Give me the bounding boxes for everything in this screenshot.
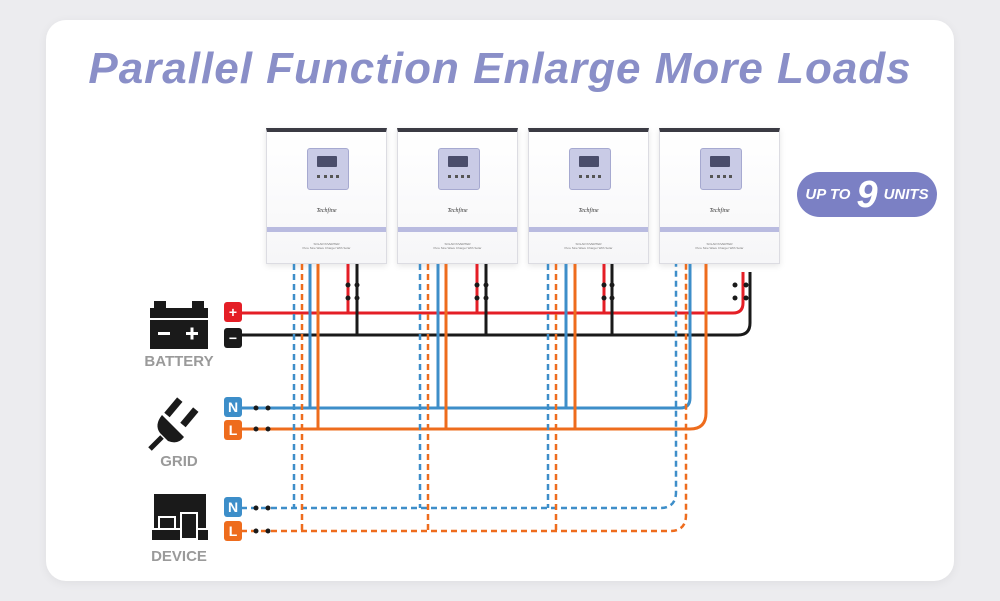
device-neutral-terminal: N xyxy=(224,497,242,517)
grid-label: GRID xyxy=(160,453,198,470)
inverter-brand: Techfine xyxy=(578,208,599,214)
grid-line-bus xyxy=(241,264,708,431)
device-label: DEVICE xyxy=(151,548,207,565)
device-line-bus xyxy=(241,264,688,533)
grid-neutral-bus xyxy=(241,264,692,410)
device-line-terminal: L xyxy=(224,521,242,541)
inverter-brand: Techfine xyxy=(447,208,468,214)
inverter-display xyxy=(700,148,742,190)
battery-label: BATTERY xyxy=(144,353,214,370)
grid-neutral-terminal: N xyxy=(224,397,242,417)
monitor-icon xyxy=(152,494,208,540)
grid-line-terminal: L xyxy=(224,420,242,440)
inverter-display xyxy=(307,148,349,190)
max-units-badge: UP TO 9 UNITS xyxy=(797,172,937,217)
battery-positive-terminal: + xyxy=(224,302,242,322)
plug-icon xyxy=(148,397,199,451)
inverter-display xyxy=(438,148,480,190)
diagram-card xyxy=(46,20,954,581)
inverter-brand: Techfine xyxy=(316,208,337,214)
inverter-display xyxy=(569,148,611,190)
battery-negative-bus xyxy=(241,272,752,337)
page-title: Parallel Function Enlarge More Loads xyxy=(88,44,912,93)
battery-icon xyxy=(150,301,208,349)
battery-negative-terminal: − xyxy=(224,328,242,348)
battery-positive-bus xyxy=(241,272,745,315)
inverter-brand: Techfine xyxy=(709,208,730,214)
device-neutral-bus xyxy=(241,264,678,510)
